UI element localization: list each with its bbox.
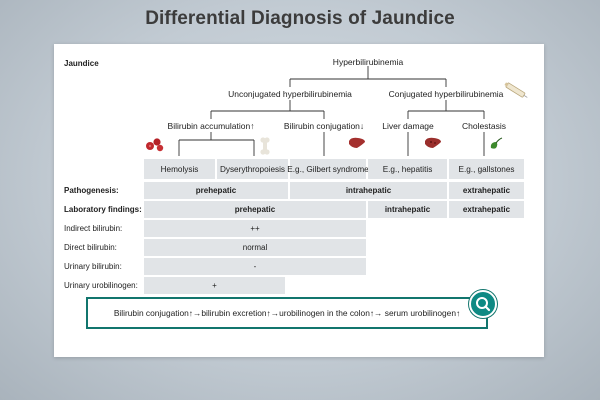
- row-label-pathogenesis: Pathogenesis:: [64, 186, 119, 195]
- column-hepatitis: E.g., hepatitis: [368, 159, 447, 179]
- bone-icon: [260, 137, 270, 155]
- node-hyperbilirubinemia: Hyperbilirubinemia: [332, 57, 404, 67]
- node-unconjugated: Unconjugated hyperbilirubinemia: [228, 89, 352, 99]
- node-accumulation: Bilirubin accumulation↑: [167, 121, 255, 131]
- syringe-icon: [504, 82, 528, 98]
- tree-connectors: [178, 66, 485, 156]
- lab-extrahepatic: extrahepatic: [449, 201, 524, 218]
- row-label-laboratory: Laboratory findings:: [64, 205, 142, 214]
- column-hemolysis: Hemolysis: [144, 159, 215, 179]
- row-label-urinary-urobilinogen: Urinary urobilinogen:: [64, 281, 138, 290]
- urinary-urobilinogen-value: +: [144, 277, 285, 294]
- direct-bilirubin-value: normal: [144, 239, 366, 256]
- pathogenesis-intrahepatic: intrahepatic: [290, 182, 447, 199]
- column-gallstones: E.g., gallstones: [449, 159, 524, 179]
- note-text: Bilirubin conjugation↑→bilirubin excreti…: [113, 308, 461, 318]
- pathogenesis-prehepatic: prehepatic: [144, 182, 288, 199]
- node-liver-damage: Liver damage: [382, 121, 434, 131]
- corner-label: Jaundice: [64, 59, 99, 68]
- node-conjugated: Conjugated hyperbilirubinemia: [388, 89, 504, 99]
- diagram-card: Jaundice Hyperbilirubinemia Unconjugated…: [54, 44, 544, 357]
- search-icon: [476, 297, 491, 312]
- node-conjugation: Bilirubin conjugation↓: [283, 121, 365, 131]
- row-label-direct-bilirubin: Direct bilirubin:: [64, 243, 117, 252]
- row-label-indirect-bilirubin: Indirect bilirubin:: [64, 224, 123, 233]
- search-button[interactable]: [469, 290, 497, 318]
- gallbladder-icon: [490, 137, 503, 149]
- pathogenesis-extrahepatic: extrahepatic: [449, 182, 524, 199]
- liver-damaged-icon: [425, 137, 441, 148]
- note-box: Bilirubin conjugation↑→bilirubin excreti…: [86, 297, 488, 329]
- indirect-bilirubin-value: ++: [144, 220, 366, 237]
- column-dyserythropoiesis: Dyserythropoiesis: [217, 159, 288, 179]
- row-label-urinary-bilirubin: Urinary bilirubin:: [64, 262, 122, 271]
- lab-prehepatic: prehepatic: [144, 201, 366, 218]
- node-cholestasis: Cholestasis: [462, 121, 506, 131]
- column-gilbert: E.g., Gilbert syndrome: [287, 159, 369, 179]
- page-title: Differential Diagnosis of Jaundice: [145, 8, 455, 29]
- liver-icon: [349, 137, 365, 148]
- red-blood-cells-icon: [146, 138, 164, 152]
- lab-intrahepatic: intrahepatic: [368, 201, 447, 218]
- urinary-bilirubin-value: -: [144, 258, 366, 275]
